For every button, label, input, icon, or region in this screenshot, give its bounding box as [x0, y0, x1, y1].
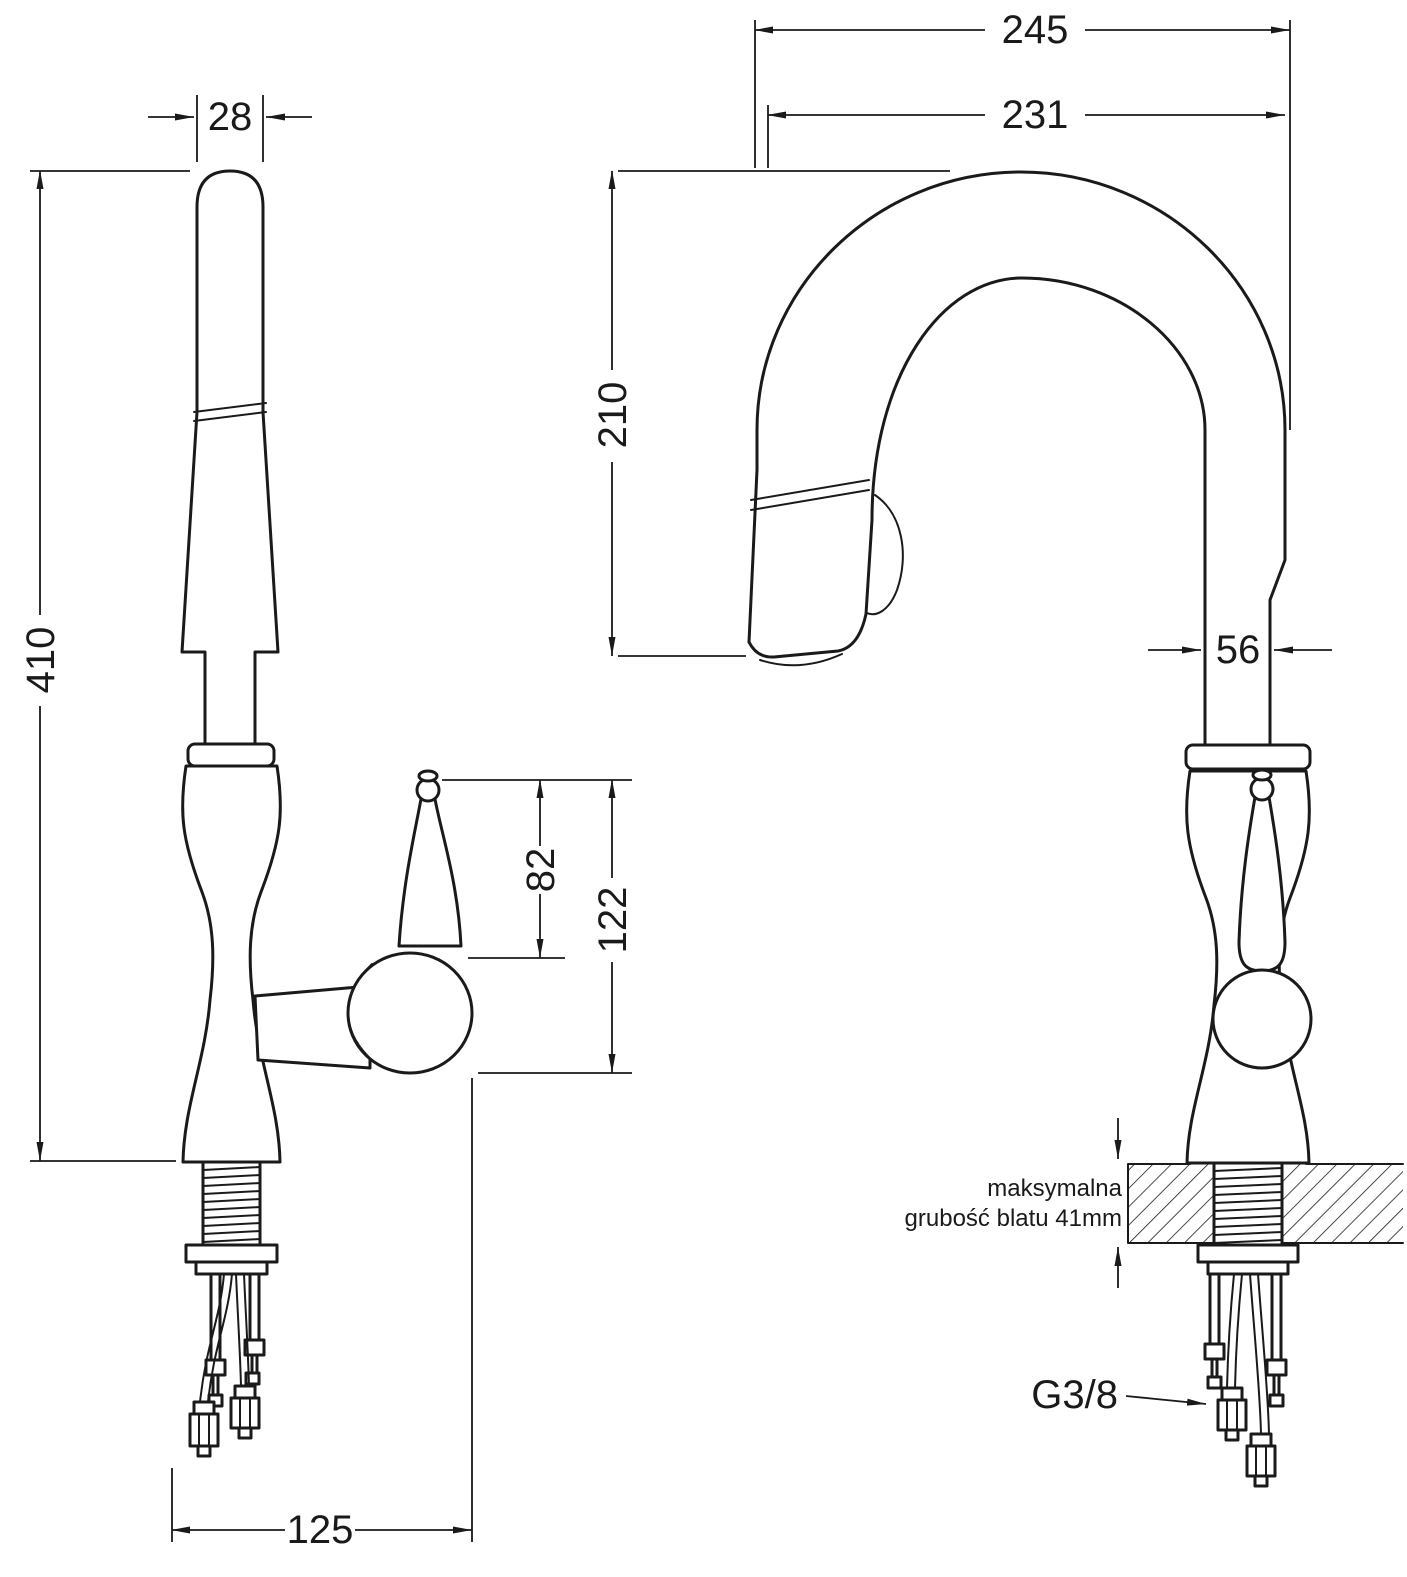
dimension-total-reach: 245: [754, 8, 1291, 430]
hose-right-hex-facets: [239, 1397, 251, 1429]
joint-cap-detail: [347, 963, 375, 1063]
spray-head-seam: [750, 479, 870, 511]
dimension-handle-height: 82: [442, 779, 632, 959]
countertop-note-line1: maksymalna: [987, 1175, 1122, 1202]
dimension-base-to-handle-reach: 125: [171, 1078, 473, 1552]
front-rod-right-end: [1268, 1393, 1285, 1408]
faucet-side-view: [180, 169, 474, 1458]
hose-left-hex-nut: [188, 1412, 220, 1448]
countertop-hatch-left: [1128, 1164, 1214, 1243]
mounting-rod-left: [209, 1272, 222, 1362]
front-rod-left-nut: [1203, 1342, 1226, 1361]
spout-body: [180, 169, 280, 746]
front-rod-left-stem: [1210, 1357, 1219, 1379]
front-hose-left-hex-nut: [1216, 1398, 1248, 1432]
front-hose-left-collar: [1220, 1386, 1244, 1402]
front-hose-right: [1249, 1273, 1270, 1435]
dim-total-height-value: 410: [19, 627, 63, 694]
mounting-rod-right-stem: [250, 1353, 259, 1375]
gooseneck-outer: [755, 170, 1287, 747]
mounting-rod-right: [248, 1272, 261, 1342]
dimension-handle-assembly-height: 122: [478, 779, 635, 1074]
front-hose-right-hex-nut: [1245, 1444, 1277, 1478]
shank-threads: [202, 1166, 261, 1243]
front-hose-right-collar: [1249, 1432, 1273, 1448]
dim-base-to-handle-reach-value: 125: [287, 1508, 354, 1552]
dim-handle-height-value: 82: [519, 848, 563, 893]
supply-hose-right: [235, 1273, 250, 1387]
front-hose-left-hex-facets: [1226, 1399, 1238, 1431]
dim-spout-clearance-value: 210: [591, 382, 635, 449]
mounting-rod-right-end: [244, 1371, 261, 1386]
thread-size-value: G3/8: [1031, 1373, 1118, 1417]
front-hose-right-tip: [1253, 1474, 1269, 1488]
handle-connector: [253, 984, 372, 1070]
faucet-front-view: [747, 170, 1404, 1488]
dim-spout-tip-width-value: 28: [208, 95, 253, 139]
hose-left-tip: [196, 1444, 212, 1458]
countertop-hatch-right: [1282, 1164, 1403, 1243]
dimension-column-width: 56: [1148, 628, 1332, 672]
faucet-body: [181, 764, 282, 1164]
countertop-note-line2: grubość blatu 41mm: [905, 1205, 1122, 1232]
handle-joint-cap-front: [1211, 968, 1313, 1070]
mounting-rod-left-stem: [211, 1373, 220, 1397]
dim-spout-reach-value: 231: [1002, 93, 1069, 137]
thread-size-callout: G3/8: [1031, 1373, 1207, 1417]
spray-head-trigger: [866, 494, 904, 616]
neck-flange: [186, 742, 276, 768]
hose-right-hex-nut: [229, 1396, 261, 1430]
front-rod-right: [1270, 1272, 1283, 1362]
dimension-spout-clearance: 210: [591, 170, 950, 657]
body-flange-front: [1184, 743, 1312, 771]
mounting-plate-lower: [194, 1260, 269, 1276]
dim-total-reach-value: 245: [1002, 8, 1069, 52]
dimension-total-height: 410: [19, 170, 190, 1162]
countertop-thickness-callout: maksymalna grubość blatu 41mm: [905, 1118, 1123, 1288]
dimension-spout-reach: 231: [767, 93, 1285, 168]
mounting-rod-left-nut: [204, 1358, 227, 1377]
hose-left-collar: [192, 1400, 216, 1416]
handle-lever: [397, 797, 463, 948]
supply-hose-left: [199, 1273, 233, 1403]
front-rod-left-end: [1206, 1375, 1223, 1390]
shank-threads-front: [1213, 1167, 1283, 1244]
countertop-outline: [1127, 1163, 1404, 1244]
mounting-plate-front-lower: [1206, 1260, 1290, 1276]
front-rod-right-nut: [1265, 1358, 1288, 1377]
dimension-spout-tip-width: 28: [148, 95, 312, 162]
hose-right-collar: [233, 1384, 257, 1400]
front-rod-right-stem: [1272, 1373, 1281, 1397]
spray-head-lip: [759, 653, 843, 667]
spray-head-bottom: [747, 612, 868, 659]
handle-finial-front: [1251, 768, 1273, 782]
front-hose-left-tip: [1224, 1428, 1240, 1442]
spray-head-left-edge: [747, 468, 759, 644]
mounting-plate: [184, 1243, 279, 1264]
handle-finial: [417, 769, 439, 783]
spray-head-right-edge: [864, 518, 874, 616]
hose-right-tip: [237, 1426, 253, 1440]
gooseneck-inner: [870, 276, 1207, 747]
mounting-plate-front: [1196, 1243, 1300, 1264]
front-hose-right-hex-facets: [1255, 1445, 1267, 1477]
front-hose-left: [1226, 1273, 1243, 1389]
spout-seam-lines: [193, 402, 267, 422]
dim-column-width-value: 56: [1216, 628, 1261, 672]
hose-left-hex-facets: [198, 1413, 210, 1447]
dim-handle-assembly-height-value: 122: [591, 887, 635, 954]
front-rod-left: [1208, 1272, 1221, 1346]
